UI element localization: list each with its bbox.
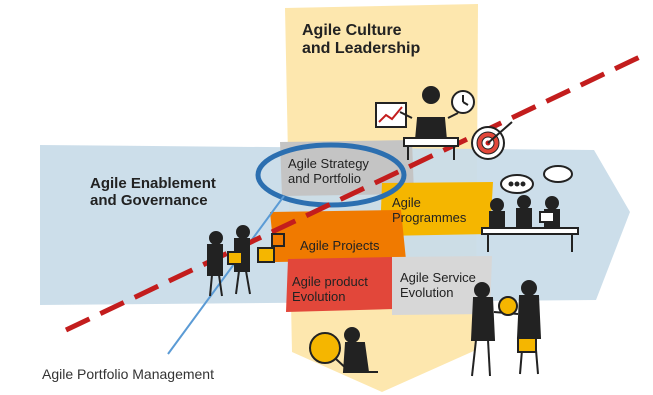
culture-leadership-label: Agile Culture and Leadership xyxy=(302,22,421,57)
idea-magnifier-sketch-icon xyxy=(309,327,378,373)
callout-leader-line xyxy=(167,195,285,355)
programmes-label: Agile Programmes xyxy=(392,195,467,225)
handshake-sketch-icon xyxy=(470,280,542,377)
enablement-governance-label: Agile Enablement and Governance xyxy=(90,175,216,209)
dashed-diagonal-line xyxy=(64,51,648,333)
product-evolution-label: Agile product Evolution xyxy=(292,274,368,304)
team-meeting-sketch-icon xyxy=(481,165,579,252)
projects-box xyxy=(270,210,406,262)
portfolio-management-callout-label: Agile Portfolio Management xyxy=(42,366,214,382)
projects-label: Agile Projects xyxy=(300,238,380,253)
target-icon xyxy=(471,121,513,160)
service-box xyxy=(392,256,492,315)
puzzle-team-sketch-icon xyxy=(207,225,285,297)
strategy-portfolio-label: Agile Strategy and Portfolio xyxy=(288,156,369,186)
service-evolution-label: Agile Service Evolution xyxy=(400,270,476,300)
leader-desk-sketch-icon xyxy=(375,86,475,160)
product-box xyxy=(286,257,394,312)
portfolio-highlight-ring xyxy=(255,142,407,208)
programmes-box xyxy=(380,182,493,236)
